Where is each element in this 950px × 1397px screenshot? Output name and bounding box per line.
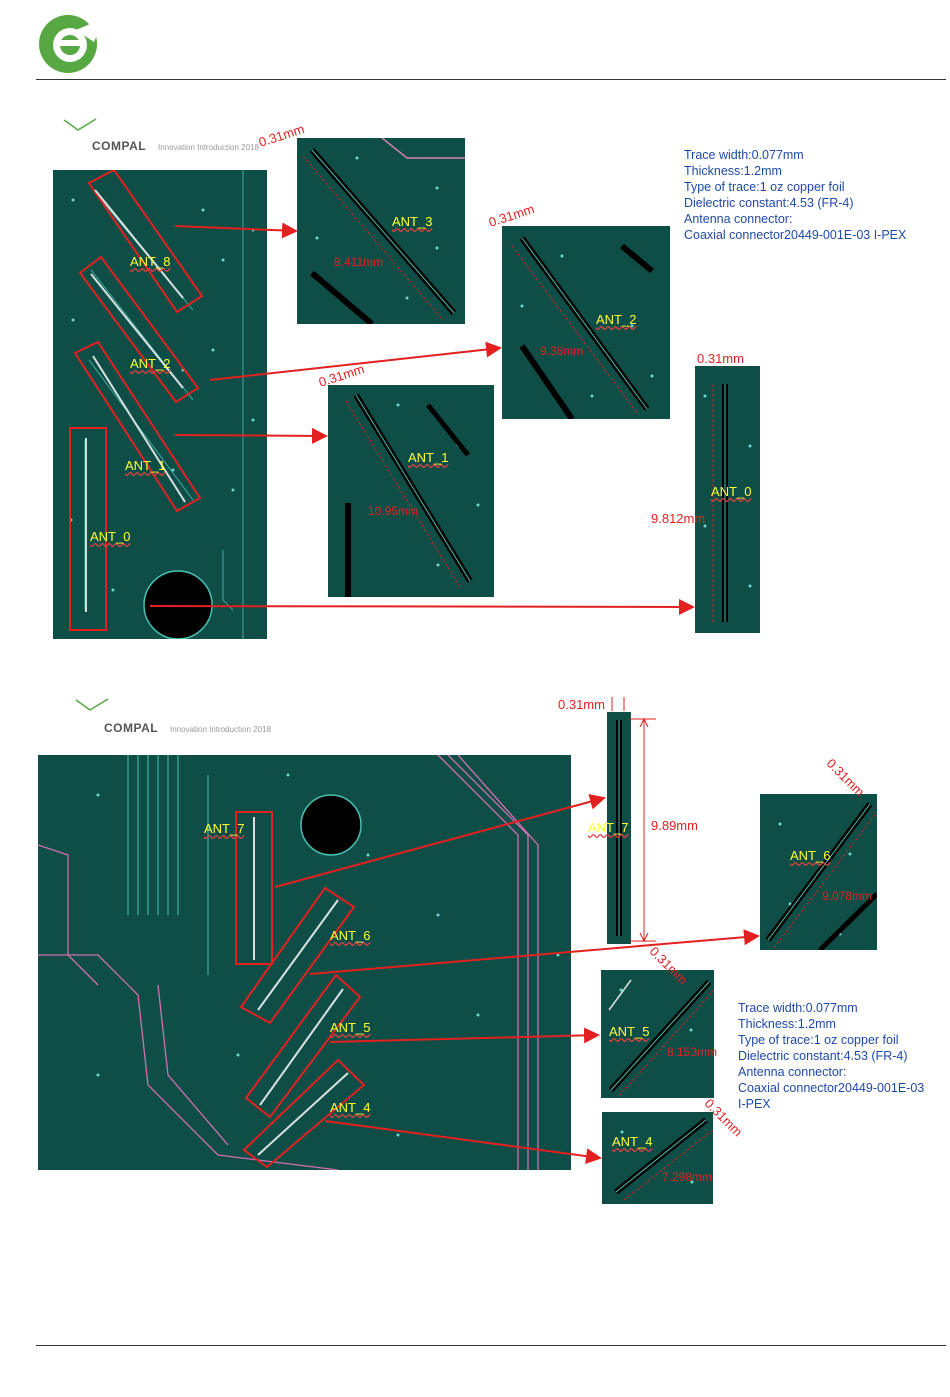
spec-connector-value: Coaxial connector20449-001E-03 I-PEX xyxy=(684,228,907,242)
dim-ant5-length: 8.153mm xyxy=(667,1045,718,1059)
detail-ant2-label: ANT_2 xyxy=(596,312,637,327)
compal-brand: COMPAL xyxy=(92,139,147,153)
dim-ant0-length: 9.812mm xyxy=(651,511,706,526)
spec-thickness: Thickness:1.2mm xyxy=(684,164,782,178)
dim-ant0-width: 0.31mm xyxy=(697,351,744,366)
compal-brand-2: COMPAL xyxy=(104,721,159,735)
dim-ant4-length: 7.298mm xyxy=(662,1170,713,1184)
ant-4-label: ANT_4 xyxy=(330,1100,371,1115)
footer-rule xyxy=(36,1345,946,1346)
pcb-detail-ant3: ANT_3 xyxy=(297,138,465,324)
arrows-slide-2 xyxy=(274,793,760,1165)
ant-2-label: ANT_2 xyxy=(130,356,171,371)
ant-6-label: ANT_6 xyxy=(330,928,371,943)
pcb-overview-2: ANT_7 ANT_6 ANT_5 ANT_4 xyxy=(38,755,571,1170)
ant-7-label: ANT_7 xyxy=(204,821,245,836)
dim-ant3-length: 8.411mm xyxy=(334,255,384,269)
ant-1-label: ANT_1 xyxy=(125,458,166,473)
detail-ant1-label: ANT_1 xyxy=(408,450,449,465)
pcb-detail-ant7 xyxy=(607,712,631,944)
detail-ant7-label: ANT_7 xyxy=(588,820,629,835)
specs-block-1: Trace width:0.077mm Thickness:1.2mm Type… xyxy=(684,147,906,243)
spec-connector-label: Antenna connector: xyxy=(684,212,793,226)
pcb-detail-ant2: ANT_2 xyxy=(502,226,670,419)
dim-ant7-length: 9.89mm xyxy=(651,818,698,833)
dim-ant1-length: 10.95mm xyxy=(368,504,419,518)
compal-brand-sub-2: Innovation Introduction 2018 xyxy=(170,725,271,734)
pcb-overview-1: ANT_8 ANT_2 ANT_1 ANT_0 xyxy=(53,170,267,639)
dim-lines-ant7 xyxy=(611,697,656,943)
pcb-detail-ant0: ANT_0 xyxy=(695,366,760,633)
compal-brand-sub: Innovation Introduction 2018 xyxy=(158,143,259,152)
pcb-detail-ant1: ANT_1 xyxy=(328,385,494,597)
spec2-connector-value-2: I-PEX xyxy=(738,1097,771,1111)
dim-ant6-length: 9.078mm xyxy=(822,889,873,903)
spec-dielectric: Dielectric constant:4.53 (FR-4) xyxy=(684,196,854,210)
spec2-connector-label: Antenna connector: xyxy=(738,1065,847,1079)
detail-ant5-label: ANT_5 xyxy=(609,1024,650,1039)
dim-ant2-length: 9.38mm xyxy=(540,344,584,358)
spec-trace-width: Trace width:0.077mm xyxy=(684,148,804,162)
pcb-detail-ant5: ANT_5 xyxy=(601,970,714,1098)
spec2-trace-width: Trace width:0.077mm xyxy=(738,1001,858,1015)
header-rule xyxy=(36,79,946,80)
spec2-dielectric: Dielectric constant:4.53 (FR-4) xyxy=(738,1049,908,1063)
specs-block-2: Trace width:0.077mm Thickness:1.2mm Type… xyxy=(738,1000,924,1112)
pcb-detail-ant4: ANT_4 xyxy=(602,1112,713,1204)
ant-0-label: ANT_0 xyxy=(90,529,131,544)
company-logo-icon xyxy=(39,15,104,73)
ant-5-label: ANT_5 xyxy=(330,1020,371,1035)
pcb-detail-ant6: ANT_6 xyxy=(760,794,877,950)
spec-trace-type: Type of trace:1 oz copper foil xyxy=(684,180,845,194)
detail-ant0-label: ANT_0 xyxy=(711,484,752,499)
compal-mark-icon-2 xyxy=(75,698,109,711)
spec2-trace-type: Type of trace:1 oz copper foil xyxy=(738,1033,899,1047)
dim-ant7-width: 0.31mm xyxy=(558,697,605,712)
detail-ant3-label: ANT_3 xyxy=(392,214,433,229)
detail-ant4-label: ANT_4 xyxy=(612,1134,653,1149)
compal-mark-icon xyxy=(63,118,97,131)
arrows-slide-1 xyxy=(149,222,695,615)
spec2-thickness: Thickness:1.2mm xyxy=(738,1017,836,1031)
detail-ant6-label: ANT_6 xyxy=(790,848,831,863)
spec2-connector-value: Coaxial connector20449-001E-03 xyxy=(738,1081,925,1095)
ant-8-label: ANT_8 xyxy=(130,254,171,269)
